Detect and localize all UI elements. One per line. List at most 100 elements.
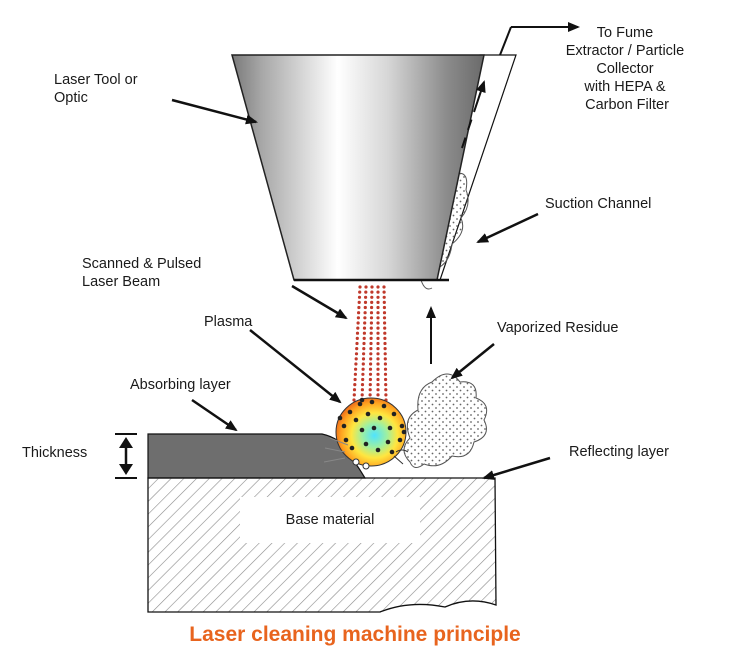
beam-dot <box>376 326 380 330</box>
beam-dot <box>376 331 380 335</box>
beam-dot <box>369 321 373 325</box>
beam-dot <box>382 290 386 294</box>
leader-arrows <box>171 98 551 480</box>
beam-dot <box>363 311 367 315</box>
plasma-particle <box>363 441 369 447</box>
beam-dot <box>376 316 380 320</box>
beam-dot <box>369 336 373 340</box>
beam-dot <box>361 362 365 366</box>
fume-flow-arrow <box>461 22 580 149</box>
beam-dot <box>368 367 373 371</box>
beam-dot <box>383 321 387 325</box>
beam-dot <box>383 362 387 366</box>
beam-dot <box>382 305 386 310</box>
beam-dot <box>354 352 359 356</box>
plasma-particle <box>381 403 387 409</box>
plasma-particle <box>337 415 343 421</box>
beam-dot <box>369 357 373 361</box>
beam-dot <box>364 290 368 294</box>
beam-dot <box>364 285 368 289</box>
beam-dot <box>370 285 374 289</box>
beam-dot <box>376 341 380 346</box>
plasma-particle <box>359 397 365 403</box>
beam-dot <box>369 316 374 320</box>
vaporized-residue-cloud <box>403 373 488 468</box>
beam-dot <box>383 341 387 346</box>
beam-dot <box>356 321 360 325</box>
base-material-label: Base material <box>286 512 375 528</box>
beam-dot <box>352 398 356 402</box>
plasma-particle <box>389 449 395 455</box>
plasma-particle <box>343 437 349 443</box>
beam-dot <box>354 362 358 366</box>
beam-dot <box>362 352 366 356</box>
beam-dot <box>356 326 360 330</box>
beam-dot <box>382 300 386 304</box>
absorbing-layer <box>147 433 367 479</box>
beam-dot <box>376 393 380 397</box>
plasma-particle <box>369 399 375 405</box>
beam-dot <box>363 300 368 304</box>
beam-dot <box>362 347 366 351</box>
beam-dot <box>383 357 387 361</box>
beam-dot <box>360 393 364 397</box>
diagram-caption: Laser cleaning machine principle <box>189 623 520 646</box>
beam-dot <box>360 388 364 392</box>
laser-tool-label: Laser Tool or Optic <box>54 72 142 106</box>
beam-dot <box>376 388 380 392</box>
beam-dot <box>376 300 380 304</box>
beam-dot <box>355 341 359 346</box>
laser-beam-label: Scanned & Pulsed Laser Beam <box>82 256 205 290</box>
beam-dot <box>352 388 357 392</box>
vaporized-residue-label: Vaporized Residue <box>497 320 618 336</box>
beam-dot <box>382 311 387 315</box>
plasma-label: Plasma <box>204 314 253 330</box>
beam-dot <box>383 347 387 351</box>
thickness-indicator <box>115 433 137 479</box>
absorbing-layer-label: Absorbing layer <box>130 377 231 393</box>
beam-dot <box>355 347 359 351</box>
plasma-ball <box>323 397 409 470</box>
beam-dot <box>356 316 360 320</box>
beam-dot <box>376 347 380 351</box>
beam-dot <box>383 331 387 335</box>
beam-dot <box>369 347 373 351</box>
plasma-particle <box>397 437 403 443</box>
plasma-particle <box>385 439 391 445</box>
beam-dot <box>368 383 372 387</box>
beam-dot <box>370 290 374 294</box>
beam-dot <box>370 305 374 310</box>
beam-dot <box>368 377 372 382</box>
plasma-particle <box>341 423 347 429</box>
beam-dot <box>364 295 368 299</box>
beam-dot <box>369 341 373 346</box>
beam-dot <box>363 305 367 310</box>
beam-dot <box>369 362 373 366</box>
beam-dot <box>382 295 386 299</box>
beam-dot <box>369 311 374 315</box>
beam-dot <box>368 393 372 397</box>
beam-dot <box>355 331 360 335</box>
beam-dot <box>361 357 366 361</box>
plasma-particle <box>359 427 365 433</box>
beam-dot <box>362 331 366 335</box>
beam-dot <box>357 311 361 315</box>
beam-dot <box>384 377 388 382</box>
beam-dot <box>352 393 356 397</box>
beam-dot <box>376 352 380 356</box>
beam-dot <box>368 388 372 392</box>
beam-dot <box>363 316 367 320</box>
plasma-particle <box>375 447 381 453</box>
beam-dot <box>376 357 380 361</box>
beam-dot <box>382 285 386 289</box>
plasma-particle <box>371 425 377 431</box>
suction-channel-label: Suction Channel <box>545 196 651 212</box>
beam-dot <box>358 285 362 289</box>
beam-dot <box>370 295 374 299</box>
plasma-particle <box>349 445 355 451</box>
beam-dot <box>362 326 367 330</box>
beam-dot <box>369 326 373 330</box>
laser-beam <box>352 285 388 402</box>
plasma-particle <box>377 415 383 421</box>
